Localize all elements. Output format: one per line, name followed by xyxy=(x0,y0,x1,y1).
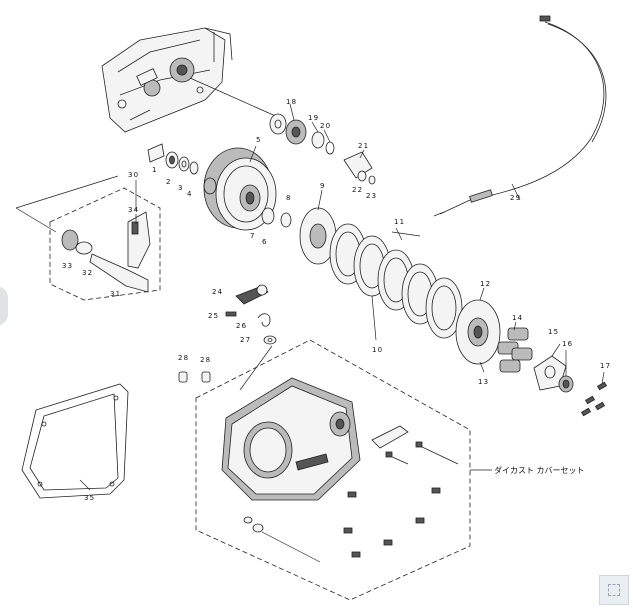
crankcase-illustration xyxy=(102,28,280,132)
fullscreen-icon[interactable] xyxy=(599,575,629,605)
label-15: 15 xyxy=(548,328,559,336)
label-9: 9 xyxy=(320,182,326,190)
label-11: 11 xyxy=(394,218,405,226)
label-16: 16 xyxy=(562,340,573,348)
label-27: 27 xyxy=(240,336,251,344)
clutch-cable xyxy=(434,16,606,216)
fullscreen-icon-glyph xyxy=(608,584,620,596)
label-18: 18 xyxy=(286,98,297,106)
label-2: 2 xyxy=(166,178,172,186)
label-3: 3 xyxy=(178,184,184,192)
label-4: 4 xyxy=(187,190,193,198)
label-23: 23 xyxy=(366,192,377,200)
label-35: 35 xyxy=(84,494,95,502)
label-13: 13 xyxy=(478,378,489,386)
label-19: 19 xyxy=(308,114,319,122)
label-28a: 28 xyxy=(178,354,189,362)
label-12: 12 xyxy=(480,280,491,288)
diecast-cover-set xyxy=(196,340,492,600)
label-34: 34 xyxy=(128,206,139,214)
label-25: 25 xyxy=(208,312,219,320)
label-31: 31 xyxy=(110,290,121,298)
label-14: 14 xyxy=(512,314,523,322)
label-26: 26 xyxy=(236,322,247,330)
cover-set-label: ダイカスト カバーセット xyxy=(494,465,585,475)
clutch-outer-housing xyxy=(204,148,291,230)
label-30: 30 xyxy=(128,171,139,179)
label-20: 20 xyxy=(320,122,331,130)
label-32: 32 xyxy=(82,269,93,277)
label-22: 22 xyxy=(352,186,363,194)
label-17: 17 xyxy=(600,362,611,370)
label-24: 24 xyxy=(212,288,223,296)
label-6: 6 xyxy=(262,238,268,246)
clutch-lever-assembly xyxy=(16,176,160,300)
dowel-pins xyxy=(179,372,210,382)
label-10: 10 xyxy=(372,346,383,354)
label-1: 1 xyxy=(152,166,158,174)
label-29: 29 xyxy=(510,194,521,202)
label-28b: 28 xyxy=(200,356,211,364)
label-33: 33 xyxy=(62,262,73,270)
label-7: 7 xyxy=(250,232,256,240)
label-5: 5 xyxy=(256,136,262,144)
clutch-springs xyxy=(498,328,606,416)
clutch-plate-stack xyxy=(300,208,500,364)
cover-gasket xyxy=(22,384,128,498)
label-21: 21 xyxy=(358,142,369,150)
label-8: 8 xyxy=(286,194,292,202)
